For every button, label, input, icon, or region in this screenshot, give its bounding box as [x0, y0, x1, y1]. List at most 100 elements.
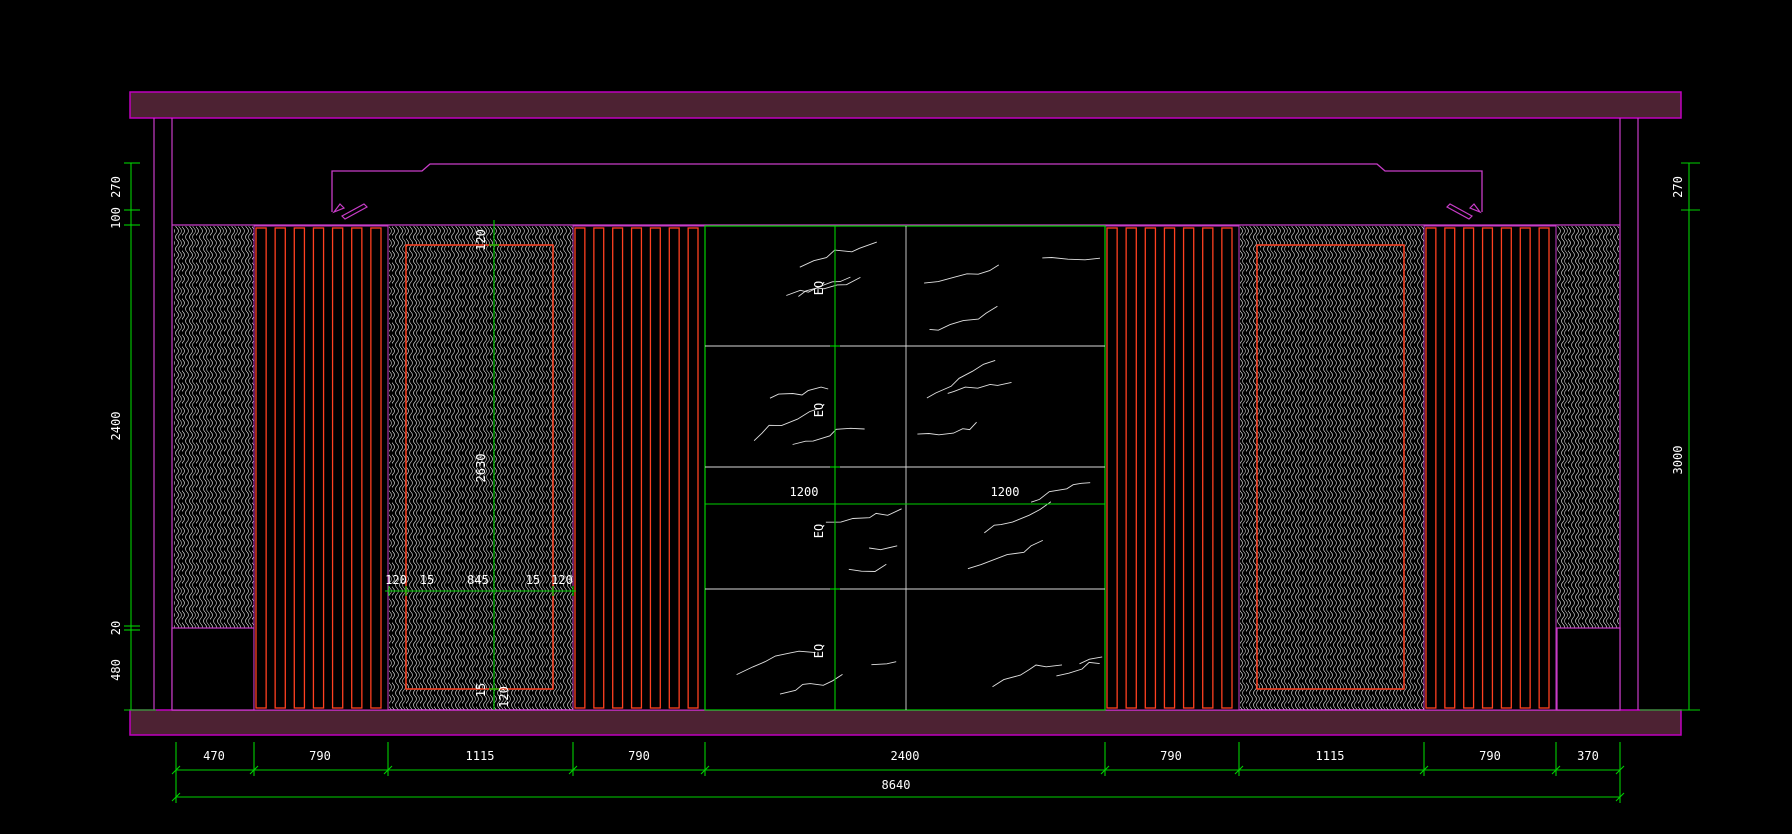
- marble-width-1: 1200: [790, 485, 819, 499]
- wood-slat: [1500, 227, 1512, 709]
- panel-frame-left: [405, 244, 554, 690]
- left-dim-1: 270: [109, 176, 123, 198]
- wood-slat: [293, 227, 306, 709]
- wood-slat: [687, 227, 699, 709]
- panel-height: 2630: [474, 454, 488, 483]
- eq-label-1: EQ: [812, 281, 826, 295]
- ceiling-slab: [129, 91, 1682, 119]
- marble-vein: [753, 408, 820, 442]
- wood-slat-panel-4: [1423, 225, 1557, 711]
- wood-slat-panel-1: [253, 225, 389, 711]
- panel-bottom-small: 15: [474, 683, 488, 697]
- wood-slat: [1221, 227, 1233, 709]
- bottom-dim-3: 1115: [466, 749, 495, 763]
- wood-slat: [1163, 227, 1176, 709]
- marble-vein: [947, 381, 1012, 394]
- bottom-dim-total: 8640: [882, 778, 911, 792]
- marble-vein: [1056, 661, 1100, 677]
- texture-panel-right: [1240, 226, 1424, 710]
- wood-slat: [1182, 227, 1195, 709]
- bottom-dim-2: 790: [309, 749, 331, 763]
- light-fixture-left: [332, 203, 368, 220]
- left-dim-3: 2400: [109, 412, 123, 441]
- panel-width-part-5: 120: [551, 573, 573, 587]
- wood-slat: [1202, 227, 1214, 709]
- panel-width-part-1: 120: [385, 573, 407, 587]
- marble-vein: [736, 650, 816, 676]
- right-dim-1: 270: [1671, 176, 1685, 198]
- bottom-dim-5: 2400: [891, 749, 920, 763]
- wood-slat: [274, 227, 286, 709]
- right-dim-2: 3000: [1671, 446, 1685, 475]
- marble-vein: [1042, 257, 1101, 261]
- wood-slat: [630, 227, 643, 709]
- wood-slat: [1106, 227, 1118, 709]
- wood-slat: [593, 227, 605, 709]
- texture-column-left: [174, 226, 254, 628]
- marble-vein: [871, 661, 897, 666]
- eq-label-2: EQ: [812, 403, 826, 417]
- light-fixture-right: [1446, 203, 1482, 220]
- wood-slat: [612, 227, 624, 709]
- ceiling-recess: [331, 163, 1483, 212]
- wood-slat: [1538, 227, 1550, 709]
- bottom-dim-9: 370: [1577, 749, 1599, 763]
- wood-slat: [1519, 227, 1531, 709]
- bottom-dim-1: 470: [203, 749, 225, 763]
- left-dim-2: 100: [109, 207, 123, 229]
- marble-vein: [825, 508, 902, 523]
- marble-vein: [992, 664, 1063, 688]
- texture-panel-left: [389, 226, 573, 710]
- bottom-dim-4: 790: [628, 749, 650, 763]
- base-cabinet-left: [171, 627, 255, 711]
- wood-slat: [1425, 227, 1437, 709]
- panel-width-part-3: 845: [467, 573, 489, 587]
- marble-vein: [798, 277, 861, 297]
- left-dim-5: 480: [109, 659, 123, 681]
- marble-wall: [704, 225, 1106, 711]
- marble-dimension-lines: [705, 225, 1105, 711]
- wood-slat: [1125, 227, 1137, 709]
- bottom-dim-6: 790: [1160, 749, 1182, 763]
- marble-vein: [848, 563, 887, 572]
- base-cabinet-right: [1556, 627, 1621, 711]
- bottom-dimension-labels: 470 790 1115 790 2400 790 1115 790 370 8…: [203, 749, 1599, 792]
- marble-width-2: 1200: [991, 485, 1020, 499]
- panel-dimension-lines: [385, 220, 576, 710]
- eq-label-4: EQ: [812, 644, 826, 658]
- wood-slat: [574, 227, 586, 709]
- wood-slat: [370, 227, 382, 709]
- bottom-dim-8: 790: [1479, 749, 1501, 763]
- right-dimension-chain: [1640, 162, 1700, 711]
- wood-slat: [1444, 227, 1456, 709]
- marble-vein: [779, 674, 843, 695]
- marble-vein: [869, 545, 898, 551]
- marble-vein: [917, 421, 977, 436]
- wood-slat: [351, 227, 363, 709]
- wood-slat: [668, 227, 680, 709]
- wood-slat: [1463, 227, 1475, 709]
- wood-slat-panel-2: [572, 225, 706, 711]
- marble-vein: [786, 276, 851, 296]
- left-dimension-chain: [124, 162, 156, 711]
- texture-column-right: [1557, 226, 1619, 628]
- wood-slat: [331, 227, 344, 709]
- wood-slat: [1481, 227, 1494, 709]
- marble-vein: [926, 359, 996, 399]
- wood-slat: [312, 227, 325, 709]
- marble-vein: [792, 427, 865, 445]
- marble-vein: [924, 264, 1000, 284]
- wood-slat: [255, 227, 267, 709]
- wood-slat: [1144, 227, 1157, 709]
- floor-slab: [129, 709, 1682, 736]
- marble-vein: [1079, 656, 1103, 665]
- marble-vein: [1030, 482, 1091, 503]
- panel-top-gap: 120: [474, 229, 488, 251]
- wood-slat-panel-3: [1104, 225, 1240, 711]
- panel-width-part-4: 15: [526, 573, 540, 587]
- marble-vein: [929, 305, 998, 331]
- eq-label-3: EQ: [812, 524, 826, 538]
- bottom-dim-7: 1115: [1316, 749, 1345, 763]
- panel-width-part-2: 15: [420, 573, 434, 587]
